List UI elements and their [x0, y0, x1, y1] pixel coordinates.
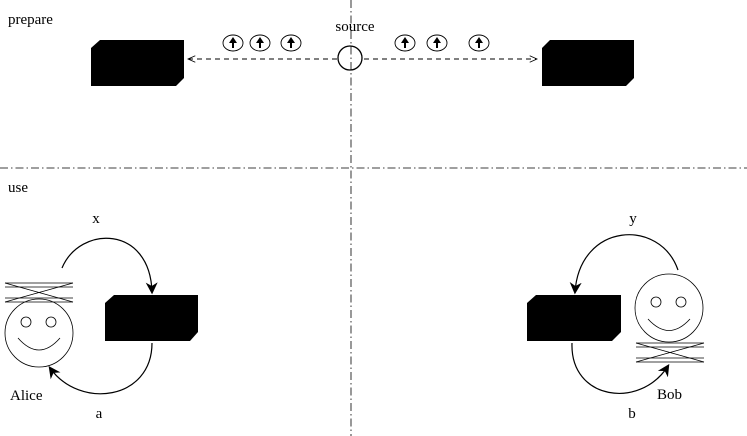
bob-name-label: Bob	[657, 387, 682, 403]
particle-up-arrow-icon	[222, 34, 244, 52]
detector-box-bob	[527, 295, 621, 341]
detector-box-alice	[105, 295, 198, 341]
particle-group	[222, 34, 490, 52]
alice-input-label: x	[92, 211, 100, 227]
particle-up-arrow-icon	[249, 34, 271, 52]
bob-face-icon	[634, 273, 704, 343]
particle-up-arrow-icon	[280, 34, 302, 52]
bob-output-arrow	[571, 342, 670, 394]
alice-output-label: a	[96, 406, 103, 422]
section-label-use: use	[8, 180, 28, 196]
bob-bowtie-icon	[635, 342, 705, 363]
source-label: source	[335, 19, 374, 35]
source-circle	[337, 45, 363, 71]
alice-input-arrow	[61, 237, 158, 295]
detector-box-top-right	[542, 40, 634, 86]
bob-input-arrow	[569, 234, 679, 295]
alice-name-label: Alice	[10, 388, 43, 404]
detector-box-top-left	[91, 40, 184, 86]
alice-output-arrow	[48, 342, 153, 395]
section-label-prepare: prepare	[8, 12, 53, 28]
bob-input-label: y	[629, 211, 637, 227]
particle-up-arrow-icon	[394, 34, 416, 52]
bob-output-label: b	[628, 406, 636, 422]
alice-face-icon	[4, 298, 74, 368]
alice-bowtie-icon	[4, 282, 74, 303]
particle-up-arrow-icon	[426, 34, 448, 52]
particle-up-arrow-icon	[468, 34, 490, 52]
